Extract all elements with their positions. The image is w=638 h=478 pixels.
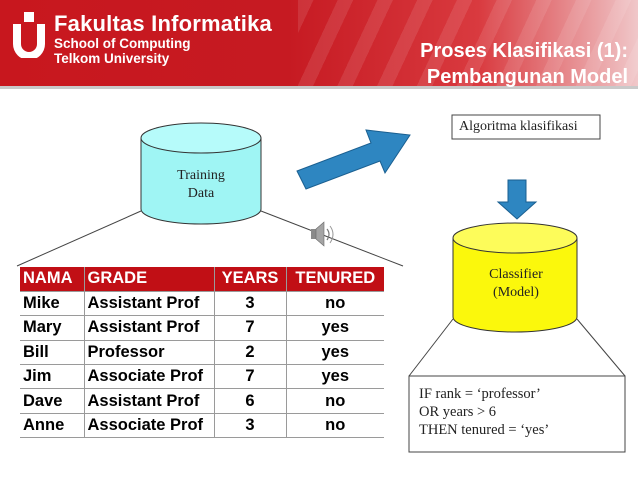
cell-nama: Bill — [20, 340, 85, 366]
table-row: Jim Associate Prof 7 yes — [20, 364, 384, 390]
algorithm-box — [451, 114, 601, 140]
rule-box — [408, 375, 626, 453]
cell-nama: Anne — [20, 413, 85, 439]
training-data-line2: Data — [187, 186, 215, 201]
rule-text: IF rank = ‘professor’ OR years > 6 THEN … — [419, 385, 549, 439]
header-years: YEARS — [214, 267, 287, 292]
cell-grade: Assistant Prof — [84, 388, 215, 414]
university-name: Telkom University — [54, 51, 170, 66]
connector-line-left — [16, 210, 142, 267]
rule-line3: THEN tenured = ‘yes’ — [419, 422, 550, 438]
cell-nama: Jim — [20, 364, 85, 390]
slide-title: Proses Klasifikasi (1): Pembangunan Mode… — [328, 38, 628, 89]
cell-years: 2 — [214, 340, 287, 366]
arrow-right-up-icon — [296, 129, 411, 190]
arrow-down-icon — [496, 179, 538, 220]
cell-grade: Assistant Prof — [84, 291, 215, 317]
cell-tenured: yes — [286, 315, 384, 341]
header-tenured: TENURED — [286, 267, 384, 292]
slide-header: Fakultas Informatika School of Computing… — [0, 0, 638, 89]
cell-tenured: no — [286, 291, 384, 317]
cell-years: 6 — [214, 388, 287, 414]
table-row: Anne Associate Prof 3 no — [20, 413, 384, 439]
cell-years: 3 — [214, 413, 287, 439]
rule-line2: OR years > 6 — [419, 404, 497, 420]
slide-title-line2: Pembangunan Model — [426, 66, 628, 88]
cell-nama: Dave — [20, 388, 85, 414]
cell-grade: Associate Prof — [84, 413, 215, 439]
header-divider — [0, 86, 638, 89]
cell-tenured: no — [286, 413, 384, 439]
cell-grade: Associate Prof — [84, 364, 215, 390]
classifier-line-right — [576, 318, 626, 377]
table-row: Mary Assistant Prof 7 yes — [20, 315, 384, 341]
cell-years: 7 — [214, 364, 287, 390]
header-nama: NAMA — [20, 267, 85, 292]
rule-line1: IF rank = ‘professor’ — [419, 386, 541, 402]
table-row: Dave Assistant Prof 6 no — [20, 388, 384, 414]
cell-years: 7 — [214, 315, 287, 341]
speaker-icon — [311, 221, 334, 247]
faculty-name: Fakultas Informatika — [54, 11, 272, 36]
training-data-label: Training Data — [161, 167, 241, 203]
slide-title-line1: Proses Klasifikasi (1): — [420, 40, 628, 62]
table-header-row: NAMA GRADE YEARS TENURED — [20, 267, 384, 292]
cell-nama: Mary — [20, 315, 85, 341]
training-data-cylinder — [140, 122, 262, 225]
classifier-line2: (Model) — [493, 285, 539, 300]
header-stripes — [298, 0, 638, 89]
table-row: Bill Professor 2 yes — [20, 340, 384, 366]
classifier-cylinder — [452, 222, 578, 333]
cell-tenured: yes — [286, 364, 384, 390]
classifier-label: Classifier (Model) — [470, 266, 562, 302]
table-row: Mike Assistant Prof 3 no — [20, 291, 384, 317]
cell-nama: Mike — [20, 291, 85, 317]
header-grade: GRADE — [84, 267, 215, 292]
classifier-line-left — [408, 318, 454, 377]
classifier-line1: Classifier — [489, 267, 543, 282]
training-data-table: NAMA GRADE YEARS TENURED Mike Assistant … — [20, 267, 384, 439]
cell-grade: Professor — [84, 340, 215, 366]
cell-years: 3 — [214, 291, 287, 317]
training-data-line1: Training — [177, 168, 225, 183]
algorithm-label: Algoritma klasifikasi — [459, 119, 578, 134]
cell-tenured: yes — [286, 340, 384, 366]
cell-tenured: no — [286, 388, 384, 414]
school-name: School of Computing — [54, 36, 191, 51]
cell-grade: Assistant Prof — [84, 315, 215, 341]
telkom-u-logo-icon — [13, 12, 45, 58]
